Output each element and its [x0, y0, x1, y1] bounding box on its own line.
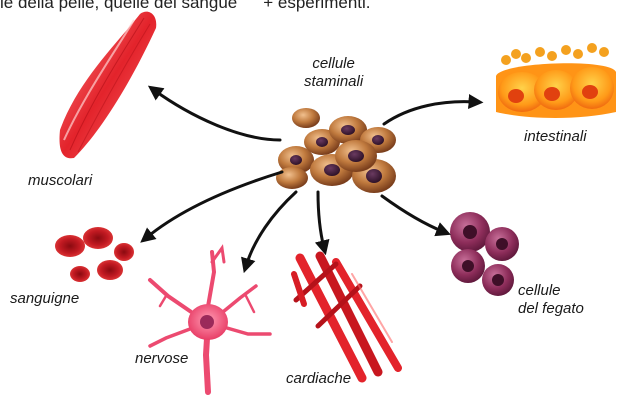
liver-cells-illustration [450, 212, 519, 296]
liver-label-line-1: cellule [518, 282, 584, 300]
cardiac-cells-illustration [294, 256, 398, 378]
blood-label: sanguigne [10, 290, 79, 308]
stem-cell-label-line-2: staminali [304, 73, 363, 91]
arrow-to-muscle [154, 90, 280, 140]
cardiac-label: cardiache [286, 370, 351, 388]
arrow-to-nerve [246, 192, 296, 266]
liver-label: cellule del fegato [518, 282, 584, 318]
arrow-to-intestinal [384, 102, 476, 124]
arrow-to-blood [146, 172, 282, 238]
liver-label-line-2: del fegato [518, 300, 584, 318]
stem-cell-cluster [276, 108, 396, 193]
muscle-label: muscolari [28, 172, 92, 190]
arrow-to-liver [382, 196, 444, 232]
nerve-label: nervose [135, 350, 188, 368]
intestinal-cells-illustration [496, 43, 616, 118]
muscle-cell-illustration [60, 12, 157, 159]
stem-cell-label-line-1: cellule [304, 55, 363, 73]
nerve-cell-body [188, 304, 228, 340]
stem-cell-label: cellule staminali [304, 55, 363, 91]
blood-cells-illustration [55, 227, 134, 282]
intestinal-label: intestinali [524, 128, 587, 146]
arrow-to-cardiac [318, 192, 324, 248]
